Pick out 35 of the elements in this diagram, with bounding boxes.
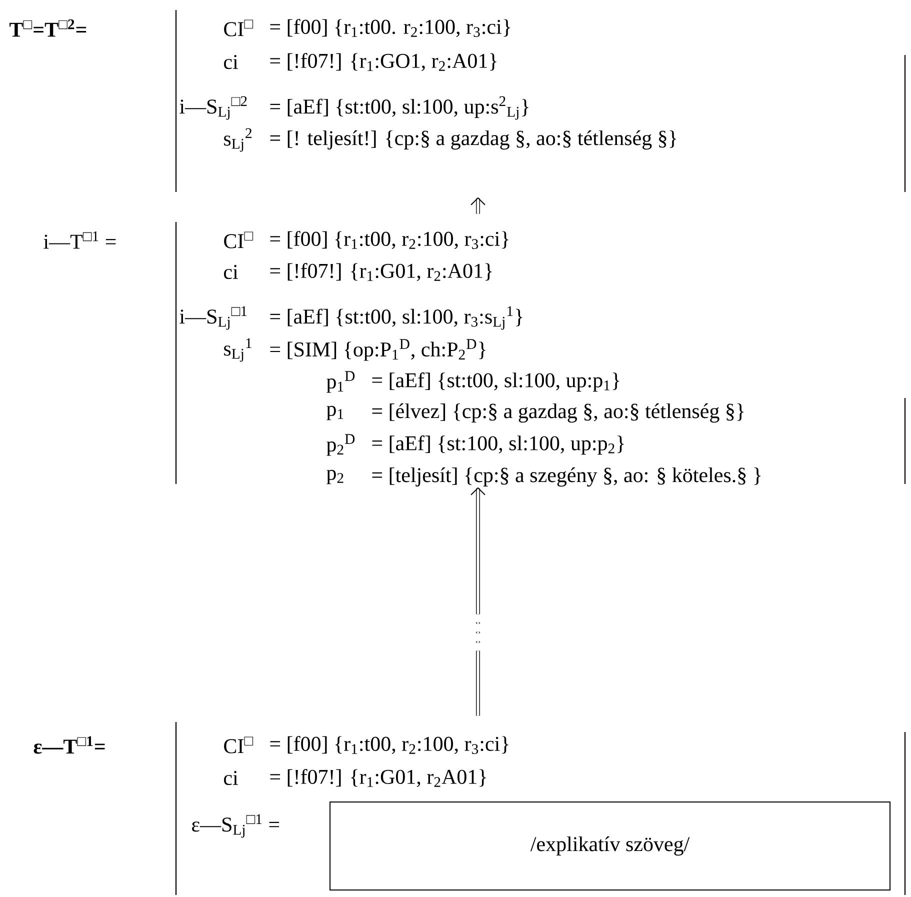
double-arrow (470, 487, 486, 716)
equation-rhs: = [teljesít] {cp:§ a szegény §, ao: § köteles.§ } (372, 467, 761, 487)
equation-lhs: i—S$_{Lj}$□1 (180, 306, 247, 330)
block-heading: i—T$^{□1}$ = (44, 231, 116, 249)
equation-lhs: CI$^{□}$ (224, 232, 254, 248)
equation-lhs: s$_{Lj}$1 (224, 338, 252, 362)
equation-rhs: = [!f07!] {r$_{1}$:GO1, r$_{2}$:A01} (270, 53, 496, 71)
equation-rhs: = [aEf] {st:t00, sl:100, up:s$^{2}$$_{Lj}$} (270, 96, 528, 120)
equation-lhs: ci (224, 54, 238, 70)
block-heading: T$^{□}$=T$^{□2}$= (10, 19, 86, 37)
equation-lhs: i—S$_{Lj}$□2 (180, 96, 247, 120)
equation-rhs: = [aEf] {st:100, sl:100, up:p$_{2}$} (372, 435, 624, 455)
equation-lhs: CI$^{□}$ (224, 736, 254, 754)
equation-rhs: = [aEf] {st:t00, sl:100, up:p$_{1}$} (372, 372, 620, 392)
equation-lhs: p$_{1}$ (326, 406, 344, 420)
equation-lhs: p$_{1}$D (326, 371, 355, 393)
block-heading: ε—T$^{□1}$= (34, 736, 105, 754)
text-box: /explikatív szöveg/ (330, 802, 890, 890)
equation-rhs: = [SIM] {op:P$_{1}$$^{D}$, ch:P$_{2}$$^{D}$} (270, 339, 486, 361)
equation-rhs: = [f00] {r$_{1}$:t00, r$_{2}$:100, r$_{3}$:ci} (270, 230, 508, 250)
equation-rhs: = [aEf] {st:t00, sl:100, r$_{3}$:s$_{Lj}$$^{1}$} (270, 306, 522, 330)
equation-lhs: ci (224, 770, 238, 786)
equation-lhs: p$_{2}$D (326, 434, 355, 456)
equation-lhs: ε—S$_{Lj}$$^{□1}$ = (192, 814, 280, 838)
equation-rhs: = [!f07!] {r$_{1}$:G01, r$_{2}$A01} (270, 768, 486, 787)
equation-rhs: = [élvez] {cp:§ a gazdag §, ao:§ tétlenség §} (372, 403, 744, 423)
equation-lhs: p$_{2}$ (326, 470, 344, 484)
equation-rhs: = [f00] {r$_{1}$:t00. r$_{2}$:100, r$_{3}$:ci} (270, 18, 510, 38)
equation-lhs: s$_{Lj}$2 (224, 128, 252, 152)
double-arrow (470, 197, 486, 214)
equation-rhs: = [! teljesít!] {cp:§ a gazdag §, ao:§ tétlenség §} (270, 130, 676, 150)
equation-rhs: = [f00] {r$_{1}$:t00, r$_{2}$:100, r$_{3}$:ci} (270, 736, 508, 754)
equation-lhs: ci (224, 264, 238, 280)
equation-rhs: = [!f07!] {r$_{1}$:G01, r$_{2}$:A01} (270, 263, 492, 281)
equation-lhs: CI$^{□}$ (224, 20, 254, 36)
